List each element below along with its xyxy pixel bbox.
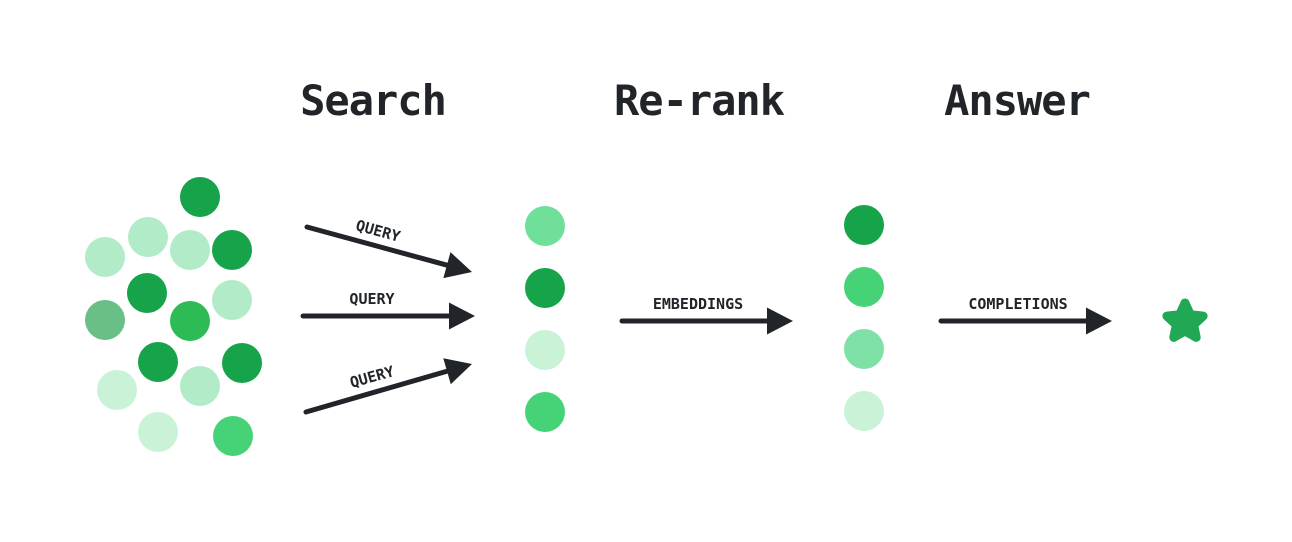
cluster-dot (180, 177, 220, 217)
cluster-dot (128, 217, 168, 257)
search-result-dot (525, 392, 565, 432)
query-arrow-bottom-head (443, 358, 472, 385)
cluster-dot (212, 280, 252, 320)
cluster-dot (212, 230, 252, 270)
cluster-dot (97, 370, 137, 410)
query-arrow-top-shaft (304, 224, 453, 269)
search-result-dot (525, 330, 565, 370)
cluster-dot (222, 343, 262, 383)
cluster-dot (213, 416, 253, 456)
reranked-result-dot (844, 391, 884, 431)
search-result-dot (525, 206, 565, 246)
embeddings-arrow-label: EMBEDDINGS (653, 295, 743, 313)
cluster-dot (138, 342, 178, 382)
search-result-dot (525, 268, 565, 308)
reranked-result-dot (844, 205, 884, 245)
reranked-result-dot (844, 267, 884, 307)
cluster-dot (85, 300, 125, 340)
reranked-result-dot (844, 329, 884, 369)
cluster-dot (180, 366, 220, 406)
completions-arrow-label: COMPLETIONS (968, 295, 1067, 313)
completions-arrow-head (1086, 307, 1112, 335)
stage-title-answer: Answer (944, 76, 1091, 125)
answer-star-icon (1162, 298, 1208, 342)
query-arrow-top-head (443, 252, 472, 279)
embeddings-arrow-head (767, 307, 793, 335)
query-arrow-bottom-shaft (303, 367, 453, 415)
stage-title-search: Search (300, 76, 447, 125)
stage-title-rerank: Re-rank (613, 76, 785, 125)
cluster-dot (170, 301, 210, 341)
query-arrow-middle-label: QUERY (349, 290, 394, 308)
cluster-dot (138, 412, 178, 452)
cluster-dot (85, 237, 125, 277)
cluster-dot (170, 230, 210, 270)
cluster-dot (127, 273, 167, 313)
query-arrow-middle-head (449, 302, 475, 330)
